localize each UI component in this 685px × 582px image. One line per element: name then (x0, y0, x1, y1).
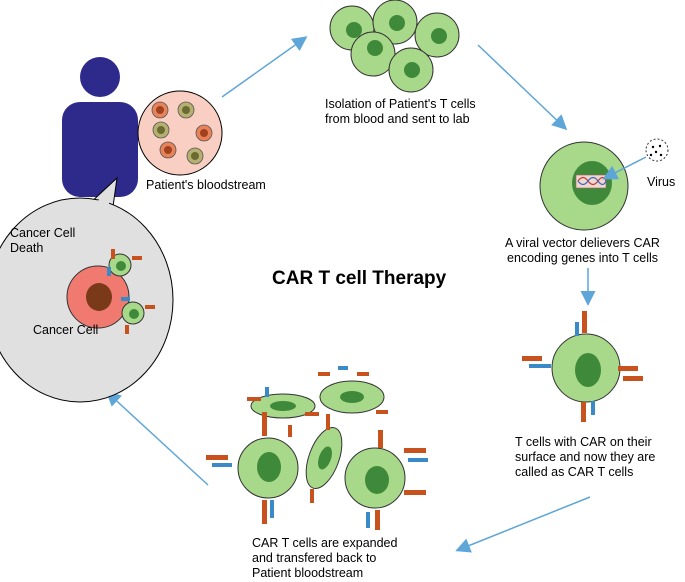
isolation-label-line2: from blood and sent to lab (325, 112, 470, 126)
transduced-t-cell (539, 141, 629, 231)
patient-bloodstream-circle (137, 90, 223, 176)
patient-figure (62, 57, 138, 197)
car-t-cell (522, 311, 643, 422)
arrow-to-isolation (221, 36, 308, 98)
car-label-line3: called as CAR T cells (515, 465, 634, 479)
isolated-t-cells (329, 0, 460, 93)
virus-icon (645, 138, 669, 162)
arrow-to-patient (105, 390, 209, 486)
cancer-cell-label: Cancer Cell (33, 323, 99, 337)
car-label-line2: surface and now they are (515, 450, 656, 464)
virus-arrow (602, 156, 647, 180)
viral-label-line2: encoding genes into T cells (507, 251, 659, 265)
cancer-death-label-line1: Cancer Cell (10, 226, 76, 240)
virus-label: Virus (647, 175, 676, 189)
diagram-title: CAR T cell Therapy (272, 268, 447, 289)
expand-label-line2: and transfered back to (252, 551, 377, 565)
car-label-line1: T cells with CAR on their (515, 435, 652, 449)
expanded-car-t-cells (206, 366, 428, 530)
bubble-car-t-cell-bottom (121, 297, 155, 334)
isolation-label-line1: Isolation of Patient's T cells (325, 97, 476, 111)
bubble-car-t-cell-top (107, 249, 142, 277)
viral-label-line1: A viral vector delievers CAR (505, 236, 660, 250)
expand-label-line3: Patient bloodstream (252, 566, 364, 580)
expand-label-line1: CAR T cells are expanded (252, 536, 398, 550)
patients-bloodstream-label: Patient's bloodstream (146, 178, 266, 192)
arrow-to-expanded (455, 496, 591, 553)
cancer-death-label-line2: Death (10, 241, 44, 255)
arrow-to-viral (477, 44, 568, 131)
